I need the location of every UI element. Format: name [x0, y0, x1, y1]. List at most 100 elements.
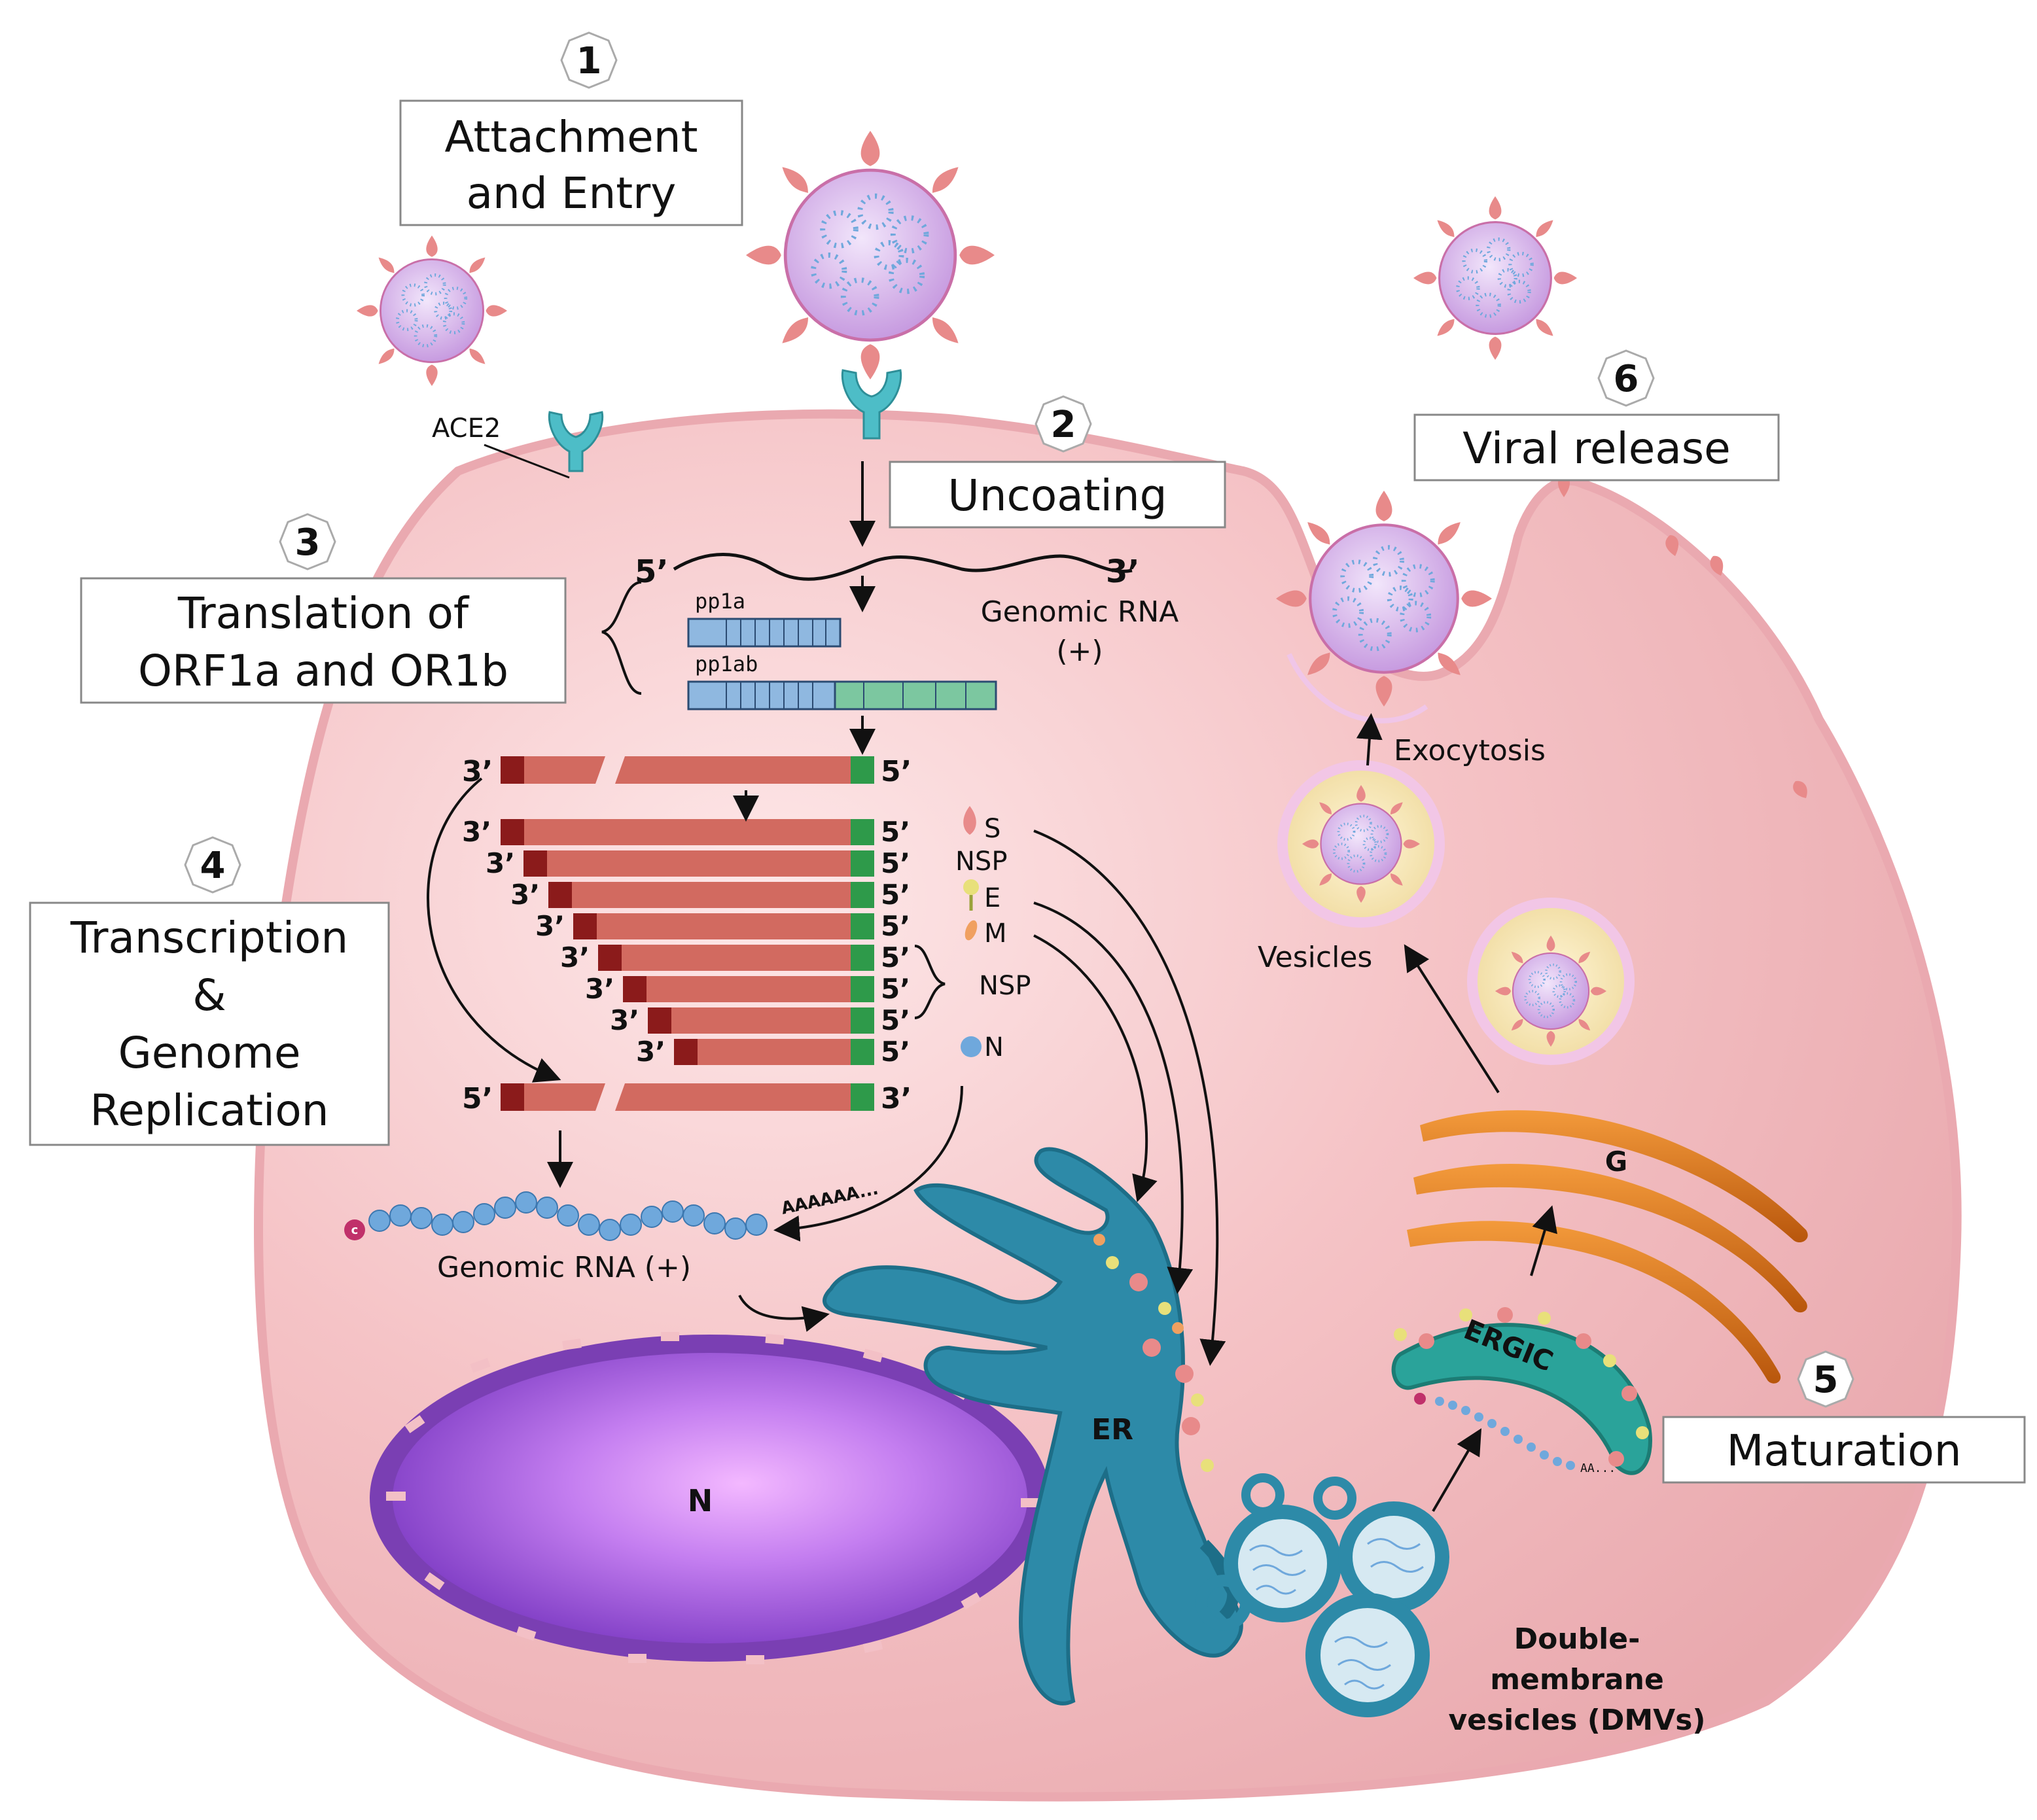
protein-nsp2-label: NSP: [979, 971, 1031, 1001]
step-1-title-box: Attachment and Entry: [399, 99, 743, 226]
pos-strand-3prime: 3’: [881, 1082, 912, 1115]
ergic: [1391, 1307, 1652, 1475]
svg-text:Attachment: Attachment: [445, 112, 698, 162]
subgenomic-3prime-labels: 3’ 3’ 3’ 3’ 3’ 3’ 3’ 3’: [462, 816, 665, 1068]
svg-text:Maturation: Maturation: [1726, 1426, 1961, 1476]
sg-strand-2: [523, 850, 874, 877]
step3-brace: [601, 581, 642, 695]
svg-text:3’: 3’: [636, 1036, 665, 1068]
membrane-protein-icon: [965, 920, 978, 941]
svg-text:6: 6: [1614, 358, 1639, 400]
subgenomic-5prime-labels: 5’ 5’ 5’ 5’ 5’ 5’ 5’ 5’: [881, 816, 910, 1068]
ergic-rna-cap: [1414, 1393, 1426, 1405]
exocytosis-label: Exocytosis: [1394, 734, 1546, 767]
step-2-title-box: Uncoating: [889, 461, 1226, 529]
rna-5prime-cap: [344, 1219, 365, 1240]
ace2-receptor-bound: [841, 369, 902, 440]
sg-strand-5: [598, 945, 874, 971]
vesicle-maturing: [1467, 898, 1635, 1065]
sg-strand-3: [548, 882, 874, 908]
svg-text:3: 3: [295, 521, 321, 564]
spike-protein-icon: [963, 806, 976, 835]
budding-membrane: [1286, 653, 1428, 724]
svg-text:3’: 3’: [510, 879, 540, 911]
pp1ab-label: pp1ab: [695, 652, 758, 676]
svg-text:3’: 3’: [610, 1004, 639, 1036]
double-membrane-vesicles: [1224, 1473, 1449, 1717]
positive-strand-replicated: [501, 1083, 874, 1111]
svg-text:5’: 5’: [881, 941, 910, 973]
svg-text:5’: 5’: [881, 1004, 910, 1036]
protein-n-label: N: [984, 1032, 1004, 1062]
svg-text:and Entry: and Entry: [467, 168, 677, 219]
svg-text:5’: 5’: [881, 910, 910, 942]
genomic-rna-wavy: [673, 553, 1133, 581]
sg-strand-8: [674, 1039, 874, 1065]
dmv-label-line2: membrane: [1490, 1663, 1664, 1696]
sg-strand-7: [648, 1007, 874, 1034]
svg-text:3’: 3’: [535, 910, 565, 942]
genomic-rna-label-line2: (+): [1056, 635, 1103, 668]
sg-strand-1: [501, 819, 874, 845]
step-6-title-box: Viral release: [1413, 413, 1780, 481]
step-4-title-box: Transcription & Genome Replication: [29, 901, 390, 1146]
nsp-brace: [914, 945, 946, 1019]
svg-text:Replication: Replication: [90, 1085, 328, 1136]
protein-m-label: M: [984, 919, 1007, 949]
ace2-pointer: [484, 444, 570, 479]
nucleocapsid-bead-chain: [368, 1191, 768, 1241]
svg-text:5’: 5’: [881, 1036, 910, 1068]
sg-strand-6: [623, 976, 874, 1002]
svg-text:3’: 3’: [486, 847, 515, 879]
sg-strand-4: [573, 913, 874, 939]
step-5-badge: 5: [1797, 1350, 1854, 1408]
step-4-badge: 4: [184, 836, 241, 894]
dmv-label-line1: Double-: [1514, 1622, 1640, 1656]
nucleocapsid-protein-icon: [961, 1036, 982, 1057]
vesicle-exocytosis: [1277, 760, 1445, 928]
step-6-badge: 6: [1597, 349, 1655, 407]
neg-top-5prime: 5’: [881, 755, 912, 788]
svg-text:2: 2: [1051, 404, 1076, 446]
protein-nsp-label: NSP: [955, 847, 1007, 877]
vesicles-label: Vesicles: [1258, 941, 1372, 974]
svg-text:5’: 5’: [881, 816, 910, 848]
rna-5prime-cap-letter: c: [351, 1223, 359, 1237]
protein-e-label: E: [984, 883, 1001, 913]
virion-attaching: [746, 131, 995, 379]
er-surface-proteins: [1093, 1234, 1214, 1472]
svg-text:ORF1a and OR1b: ORF1a and OR1b: [138, 646, 508, 696]
ace2-label: ACE2: [432, 413, 501, 444]
ergic-polya-label: AA...: [1580, 1461, 1616, 1475]
ace2-receptor-left: [548, 411, 604, 472]
envelope-protein-icon: [963, 879, 979, 911]
svg-text:5’: 5’: [881, 879, 910, 911]
negative-strand-top: [501, 756, 874, 784]
svg-text:Genome: Genome: [118, 1028, 301, 1078]
subgenomic-rna-strands: [501, 819, 874, 1065]
golgi-label: G: [1605, 1146, 1627, 1178]
svg-text:3’: 3’: [585, 973, 614, 1005]
dmv-label-line3: vesicles (DMVs): [1448, 1704, 1705, 1737]
pp1a-label: pp1a: [695, 589, 745, 614]
step-5-title-box: Maturation: [1662, 1416, 2026, 1484]
step-3-title-box: Translation of ORF1a and OR1b: [80, 577, 567, 704]
genomic-rna-5prime: 5’: [635, 553, 669, 590]
protein-s-label: S: [984, 814, 1001, 844]
flow-arrows: [427, 461, 1557, 1513]
genomic-rna-plus-label: Genomic RNA (+): [437, 1251, 691, 1284]
pp1a-bar: [687, 618, 841, 648]
svg-text:Viral release: Viral release: [1462, 423, 1731, 474]
genomic-rna-3prime: 3’: [1106, 553, 1140, 590]
svg-text:5’: 5’: [881, 973, 910, 1005]
svg-text:4: 4: [200, 845, 226, 887]
svg-text:Transcription: Transcription: [70, 913, 349, 963]
golgi-apparatus: [1407, 1110, 1808, 1384]
svg-text:1: 1: [576, 40, 602, 82]
svg-text:Translation of: Translation of: [177, 588, 470, 639]
virion-free-left: [357, 236, 507, 386]
svg-text:Uncoating: Uncoating: [948, 470, 1167, 521]
svg-text:&: &: [192, 970, 226, 1021]
